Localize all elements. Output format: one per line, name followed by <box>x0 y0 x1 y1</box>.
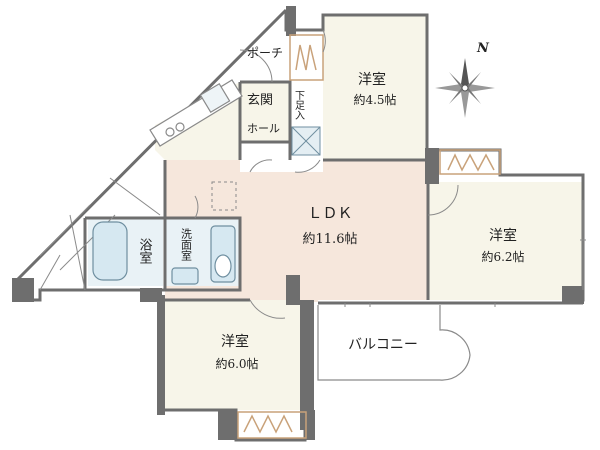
shoe-storage-label: 下足入 <box>293 90 305 120</box>
wall-columns <box>12 6 584 440</box>
porch-label: ポーチ <box>247 46 283 60</box>
entrance-label: 玄関 <box>247 93 273 108</box>
western-room-1-floor <box>323 15 427 160</box>
balcony-label: バルコニー <box>348 337 418 353</box>
shoe-storage-box <box>291 126 321 156</box>
western-room-1-size: 約4.5帖 <box>353 92 396 107</box>
western-room-3-size: 約6.0帖 <box>215 356 258 371</box>
window-marks <box>344 200 586 307</box>
ldk-name: ＬＤＫ <box>307 204 352 222</box>
compass-rose-icon <box>435 58 495 118</box>
balcony-outline <box>317 305 471 381</box>
western-room-2-name: 洋室 <box>489 227 517 244</box>
western-room-2-floor <box>428 182 583 300</box>
door-swings <box>194 29 459 319</box>
western-room-1-name: 洋室 <box>358 71 386 88</box>
bath-label: 浴室 <box>137 238 153 264</box>
compass-north-label: N <box>476 41 490 56</box>
bath-fixtures <box>92 221 236 285</box>
western-room-3-floor <box>160 300 308 410</box>
entrance-floor <box>240 82 290 142</box>
ldk-size: 約11.6帖 <box>303 232 358 247</box>
western-room-3-name: 洋室 <box>221 333 249 350</box>
washroom-label: 洗面室 <box>180 228 193 261</box>
closets <box>237 34 501 439</box>
western-room-2-size: 約6.2帖 <box>481 249 524 264</box>
hall-label: ホール <box>247 122 280 135</box>
kitchen-counter <box>149 79 243 147</box>
